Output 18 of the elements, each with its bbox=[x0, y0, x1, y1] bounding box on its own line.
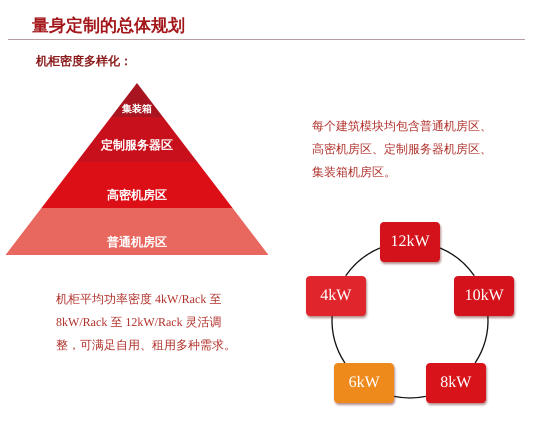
power-box: 4kW bbox=[306, 276, 366, 316]
layer-label: 定制服务器区 bbox=[100, 137, 174, 154]
description-text: 机柜平均功率密度 4kW/Rack 至 8kW/Rack 至 12kW/Rack 灵活调整，可满足自用、租用多种需求。 bbox=[56, 291, 237, 354]
layer-label: 高密机房区 bbox=[106, 187, 168, 204]
title: 量身定制的总体规划 bbox=[32, 15, 185, 37]
description-text: 每个建筑模块均包含普通机房区、高密机房区、定制服务器机房区、集装箱机房区。 bbox=[312, 118, 493, 181]
connector-arc bbox=[345, 247, 380, 276]
connector-arc bbox=[474, 316, 489, 364]
connector-arc bbox=[331, 316, 346, 364]
power-box: 10kW bbox=[454, 276, 514, 316]
power-box: 8kW bbox=[426, 363, 486, 404]
connector-arc bbox=[394, 396, 426, 399]
power-box: 6kW bbox=[334, 363, 394, 404]
connector-arc bbox=[440, 247, 475, 276]
layer-label: 集装箱 bbox=[121, 102, 153, 116]
subtitle: 机柜密度多样化： bbox=[36, 53, 132, 70]
layer-label: 普通机房区 bbox=[106, 234, 168, 251]
power-box: 12kW bbox=[380, 222, 440, 262]
